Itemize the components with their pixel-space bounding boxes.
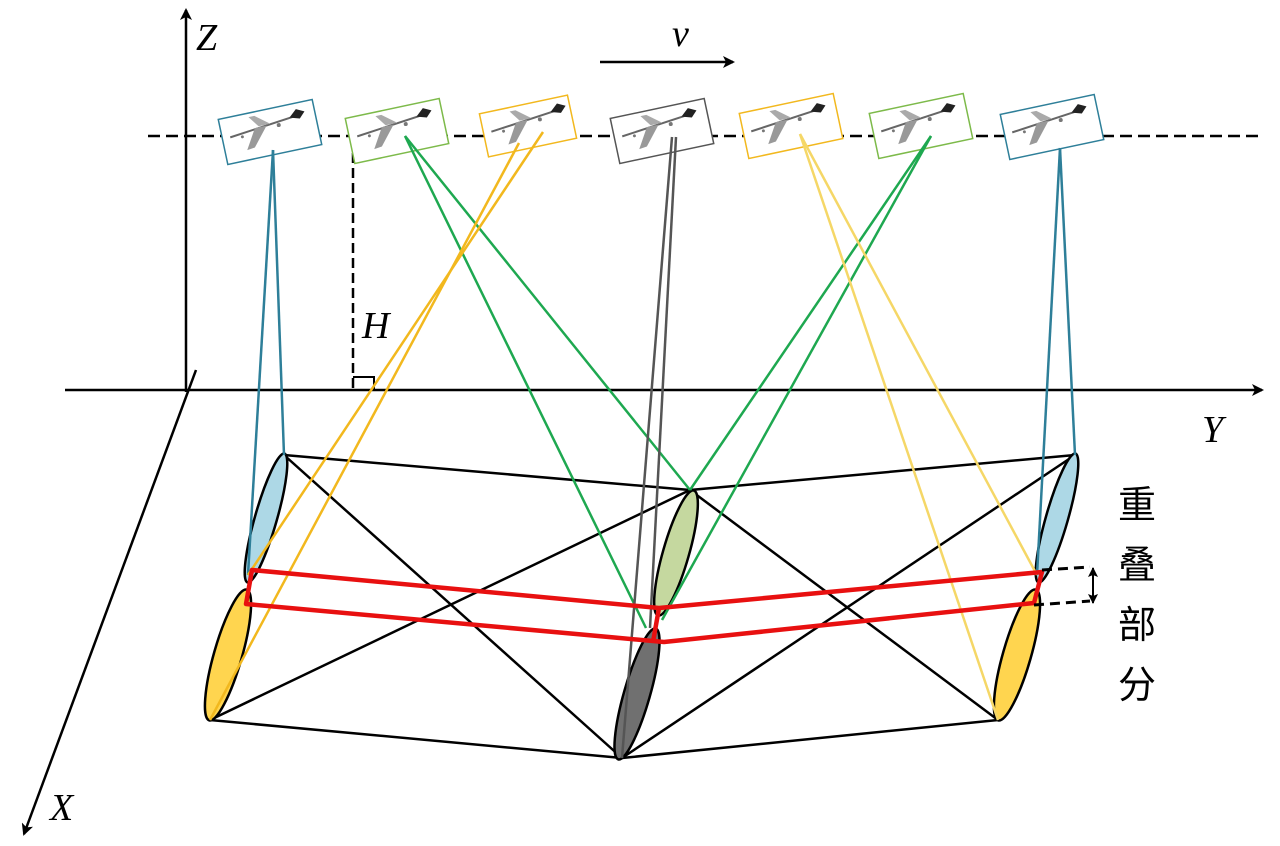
overlap-label-char-4: 分 bbox=[1118, 663, 1156, 707]
x-axis-label: X bbox=[48, 787, 75, 829]
ground-footprint bbox=[209, 453, 1076, 760]
right-angle-mark bbox=[353, 376, 375, 390]
sensor-frame-6 bbox=[868, 92, 974, 160]
z-axis-label: Z bbox=[196, 17, 218, 59]
sensor-frame-1 bbox=[217, 98, 323, 166]
light-yellow-rays bbox=[798, 133, 1039, 721]
sensor-frame-5 bbox=[738, 92, 844, 160]
sensor-frame-4 bbox=[609, 97, 715, 165]
y-axis-label: Y bbox=[1202, 409, 1227, 451]
orange-rays bbox=[208, 131, 545, 721]
green-rays bbox=[403, 135, 933, 629]
overlap-region bbox=[243, 567, 1045, 645]
teal-rays bbox=[246, 147, 1077, 576]
overlap-label-char-1: 重 bbox=[1118, 483, 1156, 527]
center-ellipse-gray bbox=[613, 627, 661, 761]
overlap-label-char-3: 部 bbox=[1118, 603, 1156, 647]
velocity-label: v bbox=[672, 13, 689, 55]
gray-rays bbox=[620, 136, 678, 759]
overlap-bracket bbox=[1033, 565, 1091, 607]
sensor-frame-7 bbox=[999, 93, 1105, 161]
height-label: H bbox=[361, 305, 392, 347]
sensor-frame-3 bbox=[478, 94, 578, 158]
overlap-label-char-2: 叠 bbox=[1118, 543, 1156, 587]
x-axis bbox=[21, 369, 198, 836]
sensor-frame-2 bbox=[344, 97, 450, 165]
